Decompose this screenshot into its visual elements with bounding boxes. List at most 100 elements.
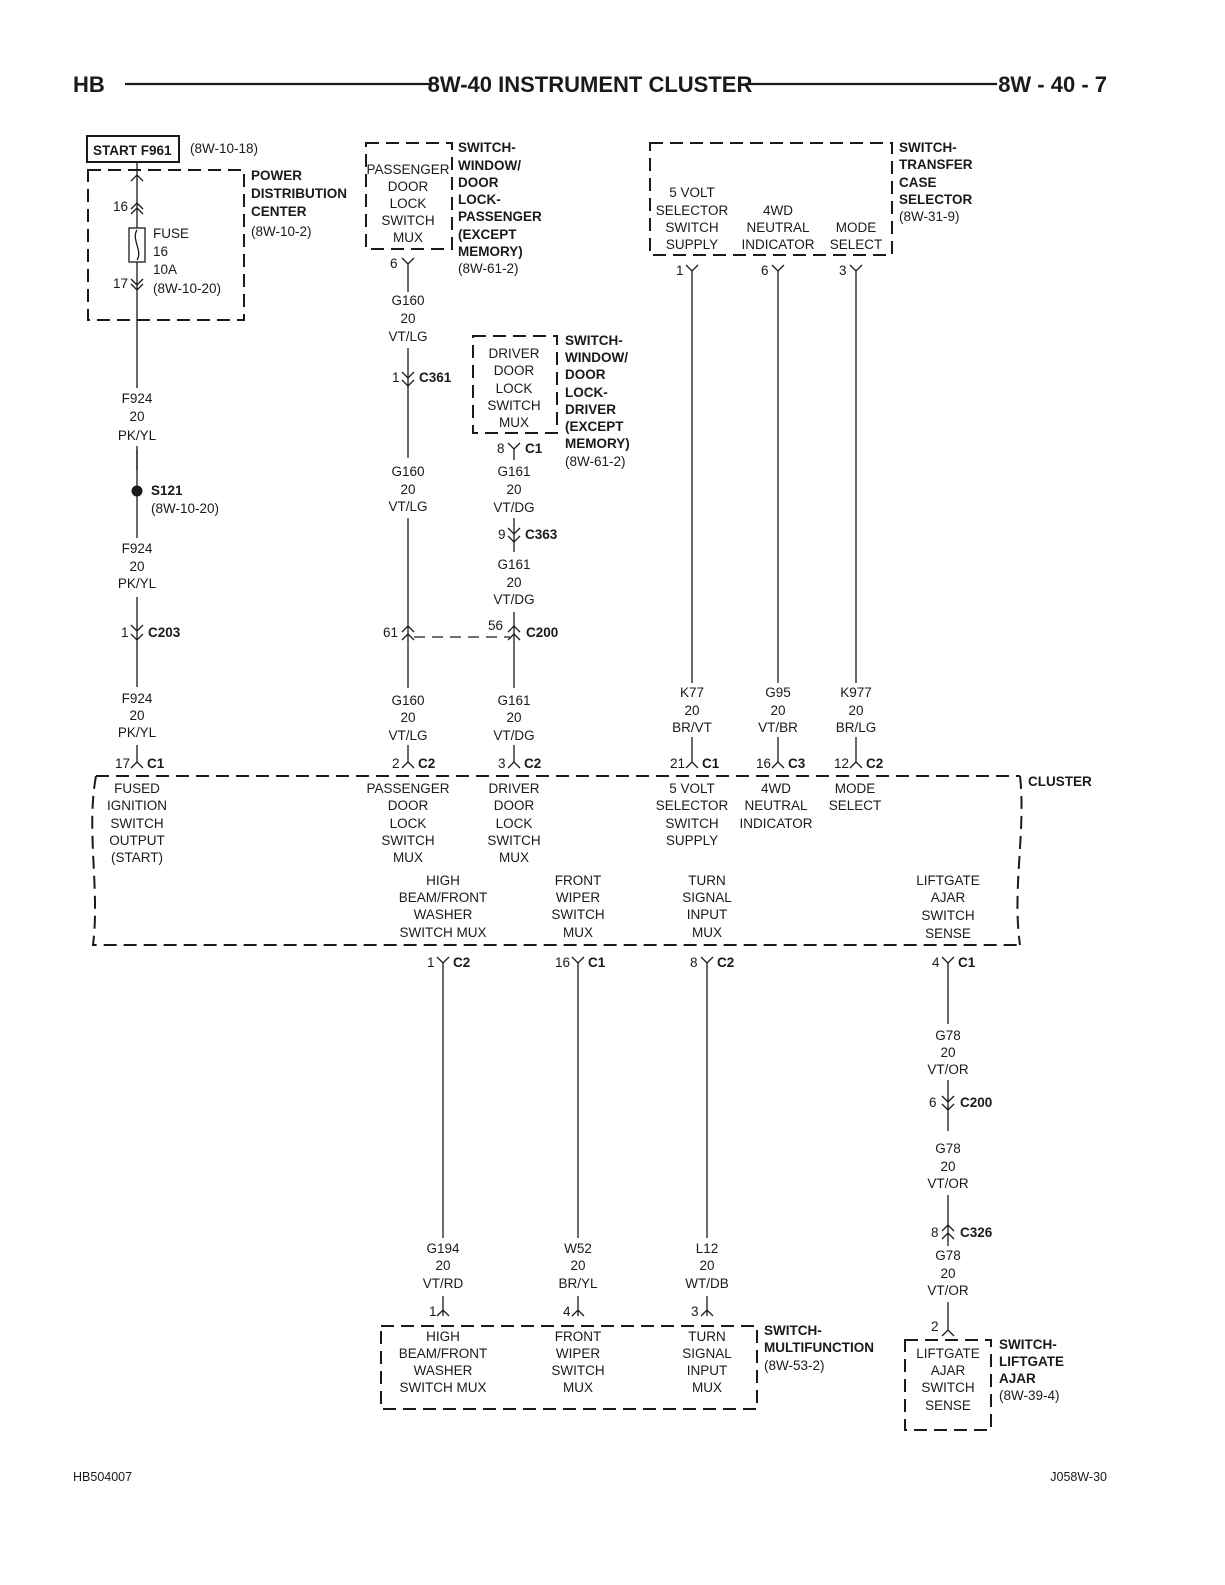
transfer-switch-name: SELECTOR [899, 192, 973, 207]
c363-name: C363 [525, 527, 558, 542]
wire-label: VT/RD [423, 1276, 464, 1291]
cluster-top-pin-symbols [130, 761, 863, 769]
multifunction-text: MUX [692, 1380, 722, 1395]
driver-switch-box [472, 335, 558, 434]
c200-liftgate-symbol [941, 1095, 955, 1111]
transfer-switch-text: SELECTOR [656, 203, 729, 218]
multifunction-pin: 3 [691, 1304, 699, 1319]
cluster-cell-text: TURN [688, 873, 726, 888]
c200-right-symbol [507, 625, 521, 641]
pass-switch-name: SWITCH- [458, 140, 516, 155]
c200-right-name: C200 [526, 625, 558, 640]
wire-label: 20 [940, 1266, 955, 1281]
cluster-cell-text: MODE [835, 781, 876, 796]
wire-label: 20 [770, 703, 785, 718]
wire-label: G78 [935, 1028, 961, 1043]
wire-label: G161 [497, 693, 530, 708]
liftgate-text: SWITCH [921, 1380, 974, 1395]
cluster-pin: 3 [498, 756, 506, 771]
cluster-cell-text: SWITCH [551, 907, 604, 922]
cluster-cell-text: SWITCH [110, 816, 163, 831]
cluster-cell-text: DOOR [388, 798, 429, 813]
wire-label: 20 [699, 1258, 714, 1273]
c361-symbol [401, 371, 415, 387]
transfer-pin-symbols [685, 264, 863, 272]
cluster-pin: 12 [834, 756, 849, 771]
wire-label: 20 [684, 703, 699, 718]
fuse-symbol [128, 227, 146, 263]
multifunction-text: MUX [563, 1380, 593, 1395]
wire-label: VT/BR [758, 720, 798, 735]
multifunction-text: FRONT [555, 1329, 602, 1344]
pass-switch-text: DOOR [388, 179, 429, 194]
wire-label: K977 [840, 685, 872, 700]
wire-label: L12 [696, 1241, 719, 1256]
cluster-cell-text: MUX [692, 925, 722, 940]
cluster-cell-text: DRIVER [488, 781, 539, 796]
c200-left-pin: 61 [383, 625, 398, 640]
cluster-cell-text: SWITCH [487, 833, 540, 848]
wire-label: 20 [570, 1258, 585, 1273]
pdc-name-1: POWER [251, 168, 302, 183]
pdc-box [87, 169, 245, 321]
c363-symbol [507, 527, 521, 543]
footer-right: J058W-30 [1050, 1470, 1107, 1484]
wire-label: BR/YL [558, 1276, 598, 1291]
pass-switch-name: (EXCEPT [458, 227, 517, 242]
multifunction-text: WIPER [556, 1346, 601, 1361]
wire-label: G78 [935, 1248, 961, 1263]
pdc-pin-17: 17 [113, 276, 128, 291]
cluster-conn: C1 [147, 756, 165, 771]
multifunction-stubs [442, 1296, 708, 1316]
multifunction-name: SWITCH- [764, 1323, 822, 1338]
cluster-cell-text: SENSE [925, 926, 971, 941]
multifunction-text: SWITCH [551, 1363, 604, 1378]
driver-switch-text: SWITCH [487, 398, 540, 413]
wire-label: 20 [940, 1159, 955, 1174]
c203-symbol [130, 624, 144, 641]
pass-switch-name: MEMORY) [458, 244, 523, 259]
cluster-cell-text: SWITCH MUX [400, 925, 487, 940]
transfer-switch-text: SWITCH [665, 220, 718, 235]
cluster-cell-text: MUX [563, 925, 593, 940]
label-bg [118, 388, 158, 446]
pass-switch-text: SWITCH [381, 213, 434, 228]
pass-switch-pin: 6 [390, 256, 398, 271]
c326-symbol [941, 1224, 955, 1240]
cluster-cell-text: SUPPLY [666, 833, 718, 848]
header-right: 8W - 40 - 7 [998, 72, 1107, 97]
pdc-name-3: CENTER [251, 204, 307, 219]
pass-switch-text: LOCK [390, 196, 427, 211]
multifunction-pin: 1 [429, 1304, 437, 1319]
cluster-cell-text: MUX [499, 850, 529, 865]
pass-switch-text: PASSENGER [366, 162, 449, 177]
wire-label: G78 [935, 1141, 961, 1156]
c326-pin: 8 [931, 1225, 939, 1240]
transfer-switch-text: NEUTRAL [746, 220, 810, 235]
pass-switch-box [365, 142, 453, 250]
c361-name: C361 [419, 370, 452, 385]
pass-switch-name: DOOR [458, 175, 499, 190]
wire-label: 20 [506, 482, 521, 497]
cluster-cell-text: (START) [111, 850, 163, 865]
cluster-cell-text: SWITCH [381, 833, 434, 848]
multifunction-text: TURN [688, 1329, 726, 1344]
liftgate-box [904, 1339, 992, 1431]
liftgate-name: SWITCH- [999, 1337, 1057, 1352]
cluster-cell-text: INPUT [687, 907, 728, 922]
wire-label: 20 [940, 1045, 955, 1060]
wire-label: F924 [122, 691, 153, 706]
multifunction-text: BEAM/FRONT [399, 1346, 488, 1361]
cluster-cell-text: FUSED [114, 781, 160, 796]
wire-label: VT/LG [388, 499, 427, 514]
header-left: HB [73, 72, 105, 97]
multifunction-box [380, 1325, 758, 1410]
cluster-cell-text: SELECT [829, 798, 882, 813]
pdc-pin-16: 16 [113, 199, 128, 214]
cluster-pin: 8 [690, 955, 698, 970]
liftgate-ref: (8W-39-4) [999, 1388, 1060, 1403]
c200-left-symbol [401, 625, 415, 641]
cluster-cell-text: DOOR [494, 798, 535, 813]
pass-switch-name: PASSENGER [458, 209, 542, 224]
